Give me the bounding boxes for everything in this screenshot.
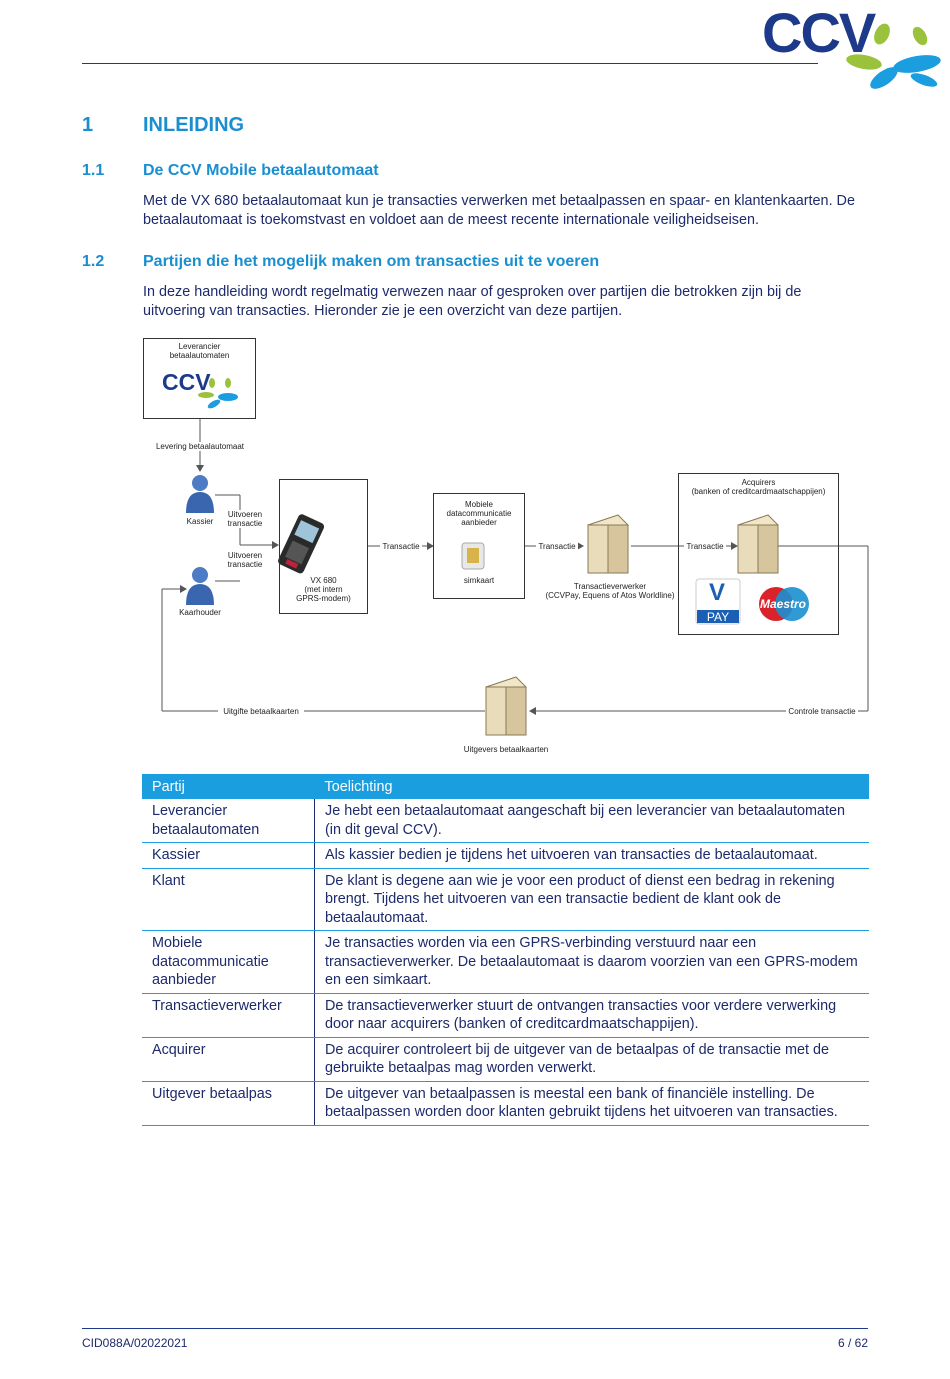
table-row: Uitgever betaalpas De uitgever van betaa… bbox=[142, 1081, 869, 1125]
person-icon-cardholder bbox=[186, 567, 214, 605]
ccv-flower-icon bbox=[198, 377, 240, 411]
supplier-label: Leverancier bbox=[144, 342, 255, 351]
mobile-provider-box: Mobiele datacommunicatie aanbieder simka… bbox=[433, 493, 525, 599]
supplier-box: Leverancier betaalautomaten CCV bbox=[143, 338, 256, 419]
description-cell: Je transacties worden via een GPRS-verbi… bbox=[315, 931, 870, 994]
parties-diagram: Leverancier betaalautomaten CCV Levering… bbox=[140, 335, 875, 760]
acquirers-line: Acquirers bbox=[679, 478, 838, 487]
mobile-line: aanbieder bbox=[434, 518, 524, 527]
paragraph: Met de VX 680 betaalautomaat kun je tran… bbox=[143, 192, 868, 230]
table-row: Klant De klant is degene aan wie je voor… bbox=[142, 868, 869, 931]
table-row: Leverancier betaalautomaten Je hebt een … bbox=[142, 799, 869, 843]
issue-cards-label: Uitgifte betaalkaarten bbox=[218, 707, 304, 716]
terminal-label: VX 680 (met intern GPRS-modem) bbox=[280, 576, 367, 603]
subsection-number: 1.1 bbox=[82, 162, 104, 180]
vpay-v-text: V bbox=[709, 579, 725, 607]
control-transaction-label: Controle transactie bbox=[786, 707, 858, 716]
description-cell: De acquirer controleert bij de uitgever … bbox=[315, 1037, 870, 1081]
party-cell: Klant bbox=[142, 868, 315, 931]
section-title: INLEIDING bbox=[143, 114, 244, 137]
description-cell: Je hebt een betaalautomaat aangeschaft b… bbox=[315, 799, 870, 843]
perform-line: transactie bbox=[222, 560, 268, 569]
parties-table: Partij Toelichting Leverancier betaalaut… bbox=[142, 774, 869, 1126]
section-number: 1 bbox=[82, 114, 93, 137]
issuers-label: Uitgevers betaalkaarten bbox=[450, 745, 562, 754]
processor-line: Transactieverwerker bbox=[535, 582, 685, 591]
table-row: Acquirer De acquirer controleert bij de … bbox=[142, 1037, 869, 1081]
paragraph-line: uitvoering van transacties. Hieronder zi… bbox=[143, 302, 868, 321]
subsection-number: 1.2 bbox=[82, 253, 104, 271]
subsection-title: De CCV Mobile betaalautomaat bbox=[143, 162, 379, 180]
person-icon-cashier bbox=[186, 475, 214, 513]
description-cell: Als kassier bedien je tijdens het uitvoe… bbox=[315, 843, 870, 869]
simcard-label: simkaart bbox=[434, 576, 524, 585]
paragraph-line: betaalautomaat is toekomstvast en voldoe… bbox=[143, 211, 868, 230]
party-cell: Kassier bbox=[142, 843, 315, 869]
processor-label: Transactieverwerker (CCVPay, Equens of A… bbox=[535, 582, 685, 600]
transaction-label: Transactie bbox=[380, 542, 422, 551]
document-id: CID088A/02022021 bbox=[82, 1336, 187, 1350]
acquirers-line: (banken of creditcardmaatschappijen) bbox=[679, 487, 838, 496]
perform-line: transactie bbox=[222, 519, 268, 528]
table-header-row: Partij Toelichting bbox=[142, 774, 869, 799]
terminal-line: VX 680 bbox=[280, 576, 367, 585]
table-header: Partij bbox=[142, 774, 315, 799]
supplier-label: betaalautomaten bbox=[144, 351, 255, 360]
paragraph: In deze handleiding wordt regelmatig ver… bbox=[143, 283, 868, 321]
description-cell: De klant is degene aan wie je voor een p… bbox=[315, 868, 870, 931]
perform-label: Uitvoeren transactie bbox=[222, 551, 268, 569]
party-cell: Uitgever betaalpas bbox=[142, 1081, 315, 1125]
description-cell: De transactieverwerker stuurt de ontvang… bbox=[315, 993, 870, 1037]
subsection-title: Partijen die het mogelijk maken om trans… bbox=[143, 253, 599, 271]
header-rule bbox=[82, 63, 818, 64]
server-icon-issuers bbox=[486, 677, 526, 735]
perform-line: Uitvoeren bbox=[222, 510, 268, 519]
mobile-provider-label: Mobiele datacommunicatie aanbieder bbox=[434, 500, 524, 527]
mobile-line: datacommunicatie bbox=[434, 509, 524, 518]
table-row: Transactieverwerker De transactieverwerk… bbox=[142, 993, 869, 1037]
vpay-pay-text: PAY bbox=[697, 610, 739, 624]
paragraph-line: In deze handleiding wordt regelmatig ver… bbox=[143, 283, 868, 302]
transaction-label: Transactie bbox=[536, 542, 578, 551]
terminal-box: VX 680 (met intern GPRS-modem) bbox=[279, 479, 368, 614]
paragraph-line: Met de VX 680 betaalautomaat kun je tran… bbox=[143, 192, 868, 211]
table-header: Toelichting bbox=[315, 774, 870, 799]
server-icon-processor bbox=[588, 515, 628, 573]
cardholder-label: Kaarhouder bbox=[168, 608, 232, 617]
cashier-label: Kassier bbox=[180, 517, 220, 526]
description-cell: De uitgever van betaalpassen is meestal … bbox=[315, 1081, 870, 1125]
perform-label: Uitvoeren transactie bbox=[222, 510, 268, 528]
mobile-line: Mobiele bbox=[434, 500, 524, 509]
processor-line: (CCVPay, Equens of Atos Worldline) bbox=[535, 591, 685, 600]
party-cell: Transactieverwerker bbox=[142, 993, 315, 1037]
terminal-line: GPRS-modem) bbox=[280, 594, 367, 603]
perform-line: Uitvoeren bbox=[222, 551, 268, 560]
acquirers-label: Acquirers (banken of creditcardmaatschap… bbox=[679, 478, 838, 496]
party-cell: Acquirer bbox=[142, 1037, 315, 1081]
delivery-label: Levering betaalautomaat bbox=[154, 442, 246, 451]
table-row: Kassier Als kassier bedien je tijdens he… bbox=[142, 843, 869, 869]
table-row: Mobiele datacommunicatie aanbieder Je tr… bbox=[142, 931, 869, 994]
maestro-text: Maestro bbox=[760, 597, 806, 611]
page-number: 6 / 62 bbox=[820, 1336, 868, 1350]
party-cell: Mobiele datacommunicatie aanbieder bbox=[142, 931, 315, 994]
party-cell: Leverancier betaalautomaten bbox=[142, 799, 315, 843]
terminal-line: (met intern bbox=[280, 585, 367, 594]
footer-rule bbox=[82, 1328, 868, 1329]
ccv-flower-icon bbox=[842, 22, 946, 94]
